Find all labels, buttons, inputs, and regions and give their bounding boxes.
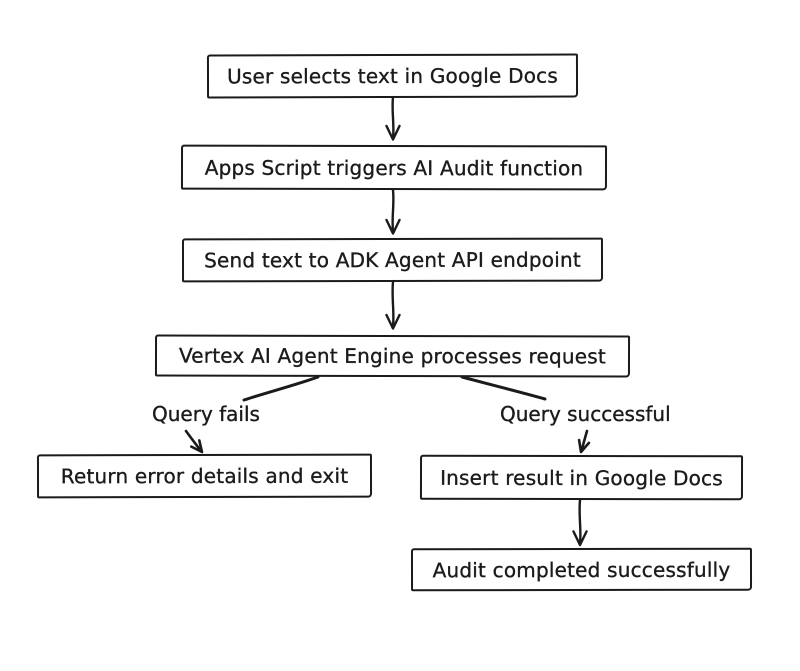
edge-label-query-successful: Query successful [500, 402, 671, 426]
edge-arrow-3 [385, 280, 401, 330]
node-vertex-engine: Vertex AI Agent Engine processes request [154, 334, 631, 378]
node-user-selects-text: User selects text in Google Docs [206, 53, 579, 99]
node-apps-script-trigger: Apps Script triggers AI Audit function [180, 144, 608, 191]
node-label: Insert result in Google Docs [440, 465, 723, 490]
edge-arrow-success [577, 429, 591, 454]
edge-label-query-fails: Query fails [152, 402, 260, 426]
edge-branch-fail [242, 375, 320, 402]
node-label: Audit completed successfully [432, 557, 731, 582]
node-audit-complete: Audit completed successfully [410, 547, 753, 592]
node-label: Send text to ADK Agent API endpoint [204, 247, 581, 273]
node-return-error: Return error details and exit [36, 453, 373, 499]
node-label: Return error details and exit [60, 463, 349, 489]
edge-arrow-1 [385, 95, 401, 141]
node-label: User selects text in Google Docs [227, 63, 558, 89]
node-insert-result: Insert result in Google Docs [419, 454, 744, 501]
edge-arrow-4 [572, 498, 588, 547]
edge-arrow-2 [385, 188, 401, 235]
edge-arrow-fail [184, 429, 204, 454]
edge-branch-success [460, 375, 547, 401]
node-send-text-adk: Send text to ADK Agent API endpoint [181, 237, 604, 283]
node-label: Apps Script triggers AI Audit function [204, 155, 584, 180]
node-label: Vertex AI Agent Engine processes request [178, 343, 607, 369]
